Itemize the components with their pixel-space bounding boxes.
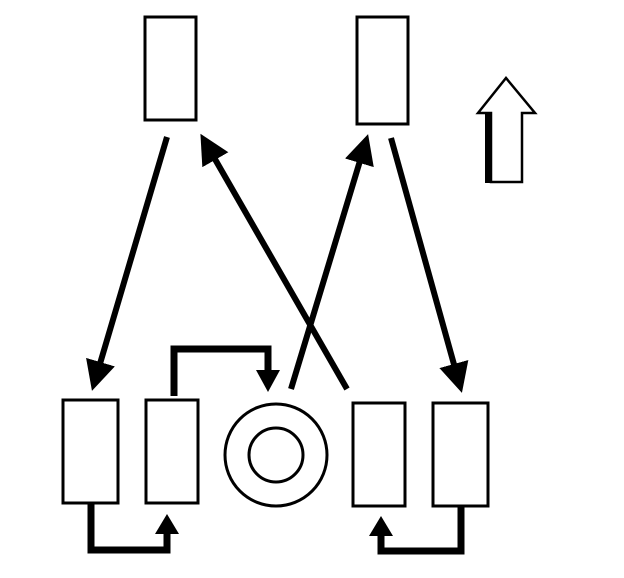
rear-right-inner-tire — [351, 401, 407, 508]
spare-tire — [223, 402, 329, 508]
arrow-up-icon — [475, 76, 538, 184]
rotation-arrow-rear-left-inner-to-spare — [170, 345, 280, 396]
rear-left-inner-tire — [144, 398, 200, 505]
front-left-tire — [143, 15, 198, 122]
rotation-arrow-rear-right-outer-to-inner — [369, 507, 465, 555]
rotation-arrow-front-left-to-rear-left-outer — [86, 136, 170, 391]
rotation-arrow-rear-left-outer-to-inner — [87, 504, 179, 554]
rear-right-outer-tire — [431, 401, 490, 508]
front-right-tire — [355, 15, 410, 126]
rotation-arrow-rear-right-inner-to-front-left — [200, 133, 350, 391]
rotation-arrow-spare-to-front-right — [288, 134, 374, 390]
rear-left-outer-tire — [61, 398, 120, 505]
rotation-arrow-front-right-to-rear-right-outer — [388, 137, 469, 393]
